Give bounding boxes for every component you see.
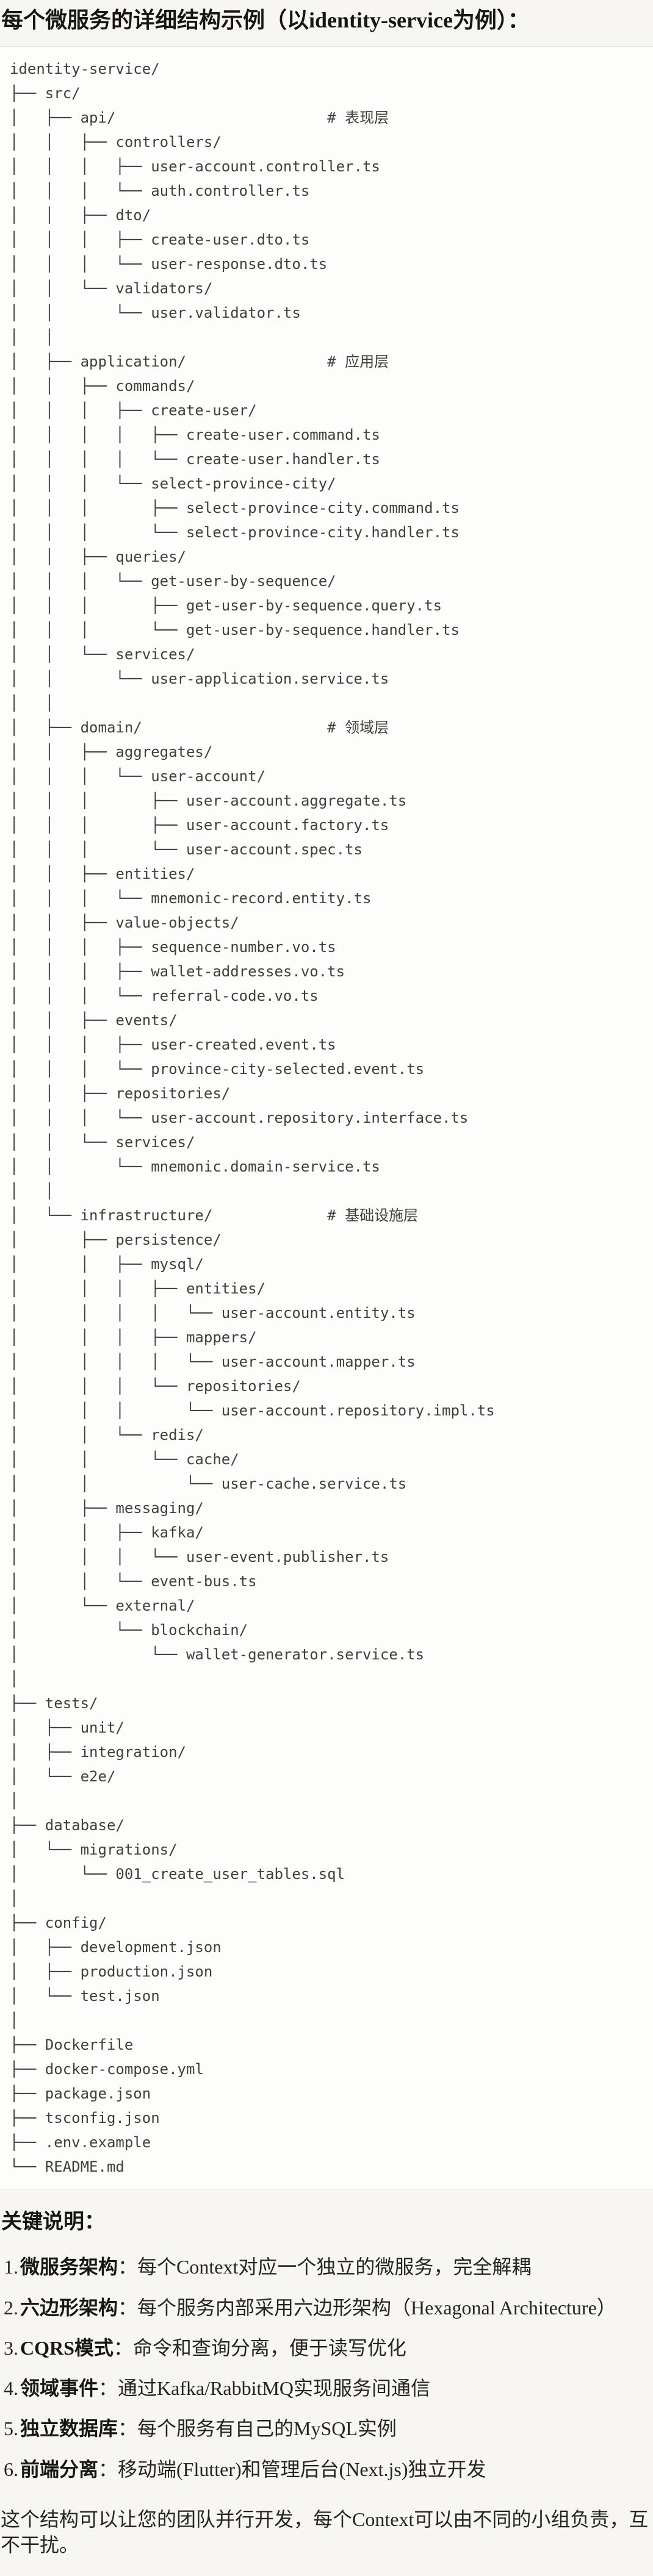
note-number: 3. — [4, 2336, 18, 2359]
code-block: identity-service/ ├── src/ │ ├── api/ # … — [0, 46, 653, 2189]
note-text: ：每个Context对应一个独立的微服务，完全解耦 — [118, 2256, 532, 2278]
note-text: ：每个服务内部采用六边形架构（Hexagonal Architecture） — [118, 2296, 616, 2319]
note-item-domain-events: 4.领域事件：通过Kafka/RabbitMQ实现服务间通信 — [0, 2375, 651, 2401]
note-number: 6. — [4, 2458, 18, 2480]
notes-heading: 关键说明： — [1, 2210, 105, 2233]
note-item-hexagonal: 2.六边形架构：每个服务内部采用六边形架构（Hexagonal Architec… — [0, 2295, 651, 2320]
note-label: 微服务架构 — [20, 2256, 118, 2278]
note-text: ：每个服务有自己的MySQL实例 — [118, 2417, 397, 2440]
footer-paragraph: 这个结构可以让您的团队并行开发，每个Context可以由不同的小组负责，互不干扰… — [1, 2508, 649, 2556]
note-label: 六边形架构 — [20, 2296, 118, 2319]
page-title: 每个微服务的详细结构示例（以identity-service为例）： — [1, 8, 530, 32]
note-item-frontend-separation: 6.前端分离：移动端(Flutter)和管理后台(Next.js)独立开发 — [0, 2456, 651, 2482]
note-number: 5. — [4, 2417, 18, 2440]
note-text: ：通过Kafka/RabbitMQ实现服务间通信 — [98, 2377, 430, 2400]
note-item-independent-db: 5.独立数据库：每个服务有自己的MySQL实例 — [0, 2416, 651, 2441]
notes-section: 关键说明： 1.微服务架构：每个Context对应一个独立的微服务，完全解耦 2… — [0, 2189, 653, 2576]
note-label: 独立数据库 — [20, 2417, 118, 2440]
note-item-microservice: 1.微服务架构：每个Context对应一个独立的微服务，完全解耦 — [0, 2254, 651, 2280]
note-number: 1. — [4, 2256, 18, 2278]
note-text: ：命令和查询分离，便于读写优化 — [113, 2336, 406, 2359]
note-label: CQRS模式 — [20, 2336, 114, 2359]
note-item-cqrs: 3.CQRS模式：命令和查询分离，便于读写优化 — [0, 2335, 651, 2361]
note-text: ：移动端(Flutter)和管理后台(Next.js)独立开发 — [98, 2458, 486, 2480]
note-label: 前端分离 — [20, 2458, 99, 2480]
note-number: 2. — [4, 2296, 18, 2319]
directory-tree-text: identity-service/ ├── src/ │ ├── api/ # … — [10, 60, 495, 2175]
note-number: 4. — [4, 2377, 18, 2400]
note-label: 领域事件 — [20, 2377, 99, 2400]
